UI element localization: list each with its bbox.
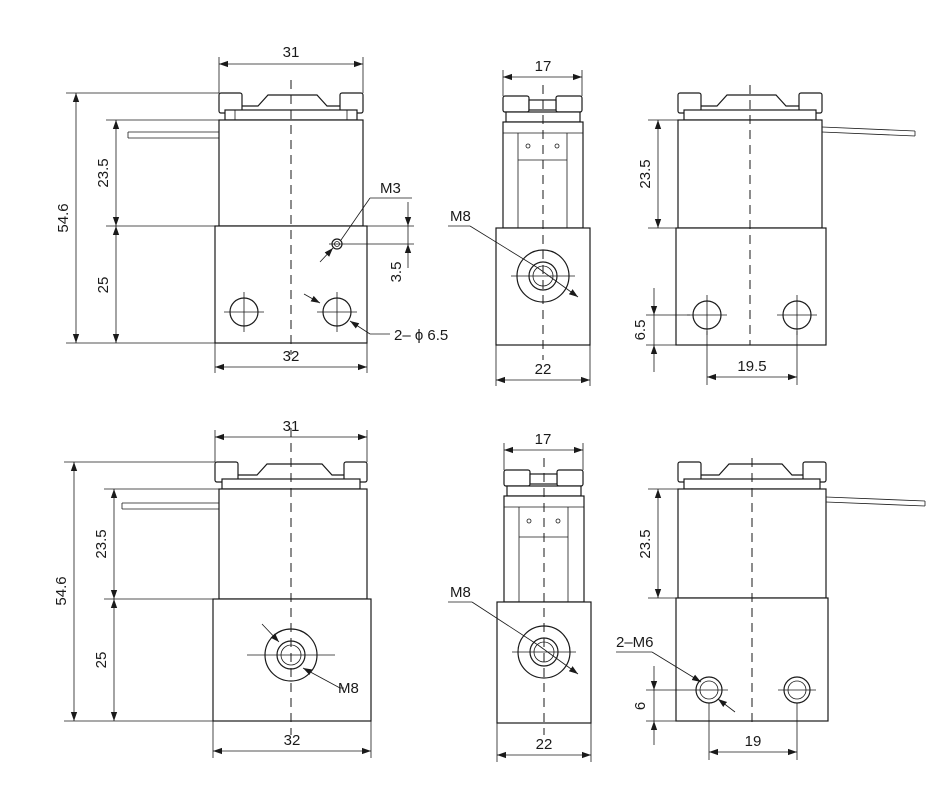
dim-label: 54.6 [53, 576, 70, 605]
dim-width-bottom: 22 [496, 723, 592, 762]
dim-height-coil: 23.5 [637, 488, 678, 599]
dim-hole-height: 6 [632, 666, 690, 745]
coil-block [218, 488, 368, 600]
dim-label: 17 [535, 431, 552, 448]
callout-label: M8 [450, 584, 471, 601]
dim-label: 23.5 [93, 529, 110, 558]
m3-thread-hole [329, 238, 345, 250]
dim-label: 31 [283, 418, 300, 435]
mounting-hole [777, 295, 817, 335]
dim-hole-spacing: 19 [708, 703, 798, 760]
callout-label: M3 [380, 180, 401, 197]
callout-label: M8 [450, 208, 471, 225]
m8-callout: M8 [448, 208, 579, 298]
view-top-middle: 17 M8 22 [448, 58, 591, 386]
dim-width-top: 17 [503, 431, 584, 470]
dim-width-top: 31 [218, 44, 364, 93]
dim-label: 25 [93, 652, 110, 669]
dim-height-coil: 23.5 [637, 119, 678, 229]
m8-port [512, 625, 576, 679]
valve-body [675, 227, 827, 346]
dim-height-coil: 23.5 [95, 119, 219, 227]
dim-label: 19 [745, 733, 762, 750]
callout-label: 2– ϕ 6.5 [394, 327, 448, 344]
dim-label: 19.5 [737, 358, 766, 375]
view-top-left: 31 54.6 23.5 25 32 [55, 44, 448, 373]
dim-height-coil: 23.5 [93, 488, 219, 600]
view-bottom-right: 2–M6 23.5 6 19 [616, 458, 926, 760]
dim-height-body: 25 [93, 599, 118, 721]
dim-label: 23.5 [637, 159, 654, 188]
dim-hole-spacing: 19.5 [706, 331, 798, 385]
dim-width-bottom: 32 [214, 343, 368, 373]
dim-width-top: 17 [502, 58, 583, 96]
view-bottom-left: M8 31 54.6 23.5 25 32 [53, 418, 372, 758]
holes-callout: 2– ϕ 6.5 [303, 293, 448, 344]
mounting-hole [317, 292, 357, 332]
m3-callout: M3 [319, 180, 412, 263]
m8-callout: M8 [261, 623, 359, 697]
dim-label: 22 [536, 736, 553, 753]
dim-height-total: 54.6 [53, 461, 215, 722]
dim-label: 3.5 [388, 262, 405, 283]
m8-port [511, 249, 575, 303]
dim-height-body: 25 [95, 226, 120, 343]
dim-width-bottom: 32 [212, 721, 372, 758]
m8-port [247, 628, 335, 682]
valve-body [212, 598, 372, 722]
lead-wire [825, 496, 926, 507]
m6-callout: 2–M6 [616, 634, 736, 713]
dim-label: 23.5 [637, 529, 654, 558]
dim-thread-offset: 3.5 [345, 202, 414, 282]
view-bottom-middle: 17 M8 22 [448, 431, 592, 762]
dim-label: 25 [95, 277, 112, 294]
view-top-right: 23.5 6.5 19.5 [632, 85, 916, 385]
dim-height-total: 54.6 [55, 92, 219, 344]
dim-width-top: 31 [214, 418, 368, 462]
dim-label: 32 [283, 348, 300, 365]
lead-wire [121, 502, 219, 510]
dim-width-bottom: 22 [495, 345, 591, 386]
m8-callout: M8 [448, 584, 579, 675]
dim-label: 22 [535, 361, 552, 378]
callout-label: M8 [338, 680, 359, 697]
dim-label: 6.5 [632, 320, 649, 341]
dim-label: 23.5 [95, 158, 112, 187]
mounting-hole [687, 295, 727, 335]
dim-label: 31 [283, 44, 300, 61]
dim-hole-height: 6.5 [632, 288, 690, 372]
dim-label: 54.6 [55, 203, 72, 232]
valve-cap [677, 461, 827, 490]
dim-label: 6 [632, 702, 649, 710]
dim-label: 17 [535, 58, 552, 75]
callout-label: 2–M6 [616, 634, 654, 651]
dim-label: 32 [284, 732, 301, 749]
mounting-hole [224, 292, 264, 332]
lead-wire [821, 126, 916, 137]
lead-wire [127, 131, 219, 139]
